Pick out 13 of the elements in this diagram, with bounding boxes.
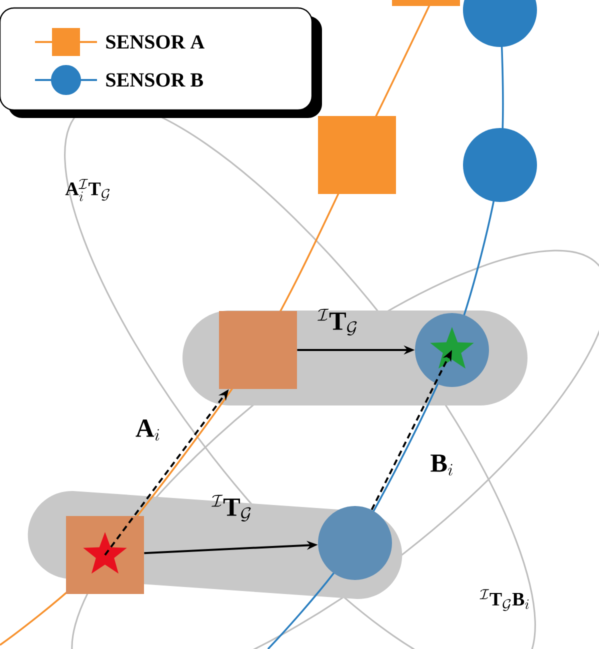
legend-text: SENSOR B [106,73,203,87]
ellipse-label: $^{\mathcal{I}}\mathbf{T}_{\mathcal{G}}\mathbf{B}_i$ [480,589,529,611]
legend-text: SENSOR A [106,35,204,49]
edge-label: $^{\mathcal{I}}\mathbf{T}_{\mathcal{G}}$ [317,308,357,336]
circle-marker [463,128,537,202]
circle-marker [318,506,392,580]
ellipse-label: $\mathbf{A}_i^{\mathcal{I}}\mathbf{T}_{\mathcal{G}}$ [65,178,110,202]
square-marker [318,116,396,194]
edge-label: $^{\mathcal{I}}\mathbf{T}_{\mathcal{G}}$ [211,494,251,522]
square-marker [392,0,460,6]
edge-label: $\mathbf{B}_i$ [430,454,452,476]
edge-label: $\mathbf{A}_i$ [136,420,160,441]
square-marker [219,311,297,389]
